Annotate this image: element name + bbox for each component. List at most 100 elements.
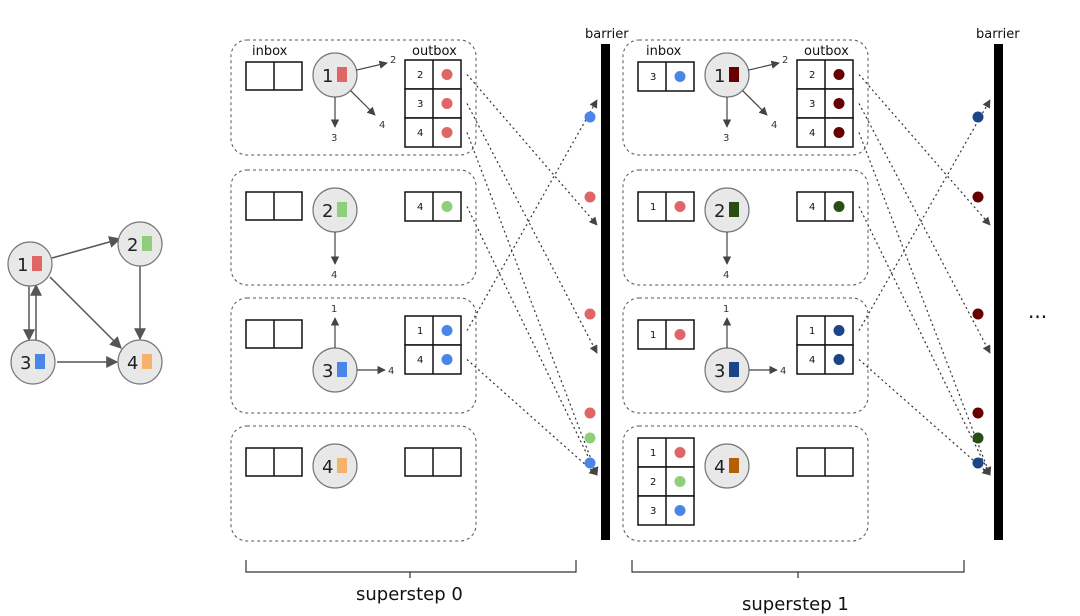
vertex-3: 3 <box>704 347 750 393</box>
vertex-value-swatch <box>729 458 739 473</box>
color-swatch <box>142 354 152 369</box>
in-flight-message-dot <box>584 308 596 320</box>
superstep-0-label: superstep 0 <box>356 584 463 605</box>
message-dot <box>833 354 845 365</box>
inbox-message: 1 <box>637 191 695 222</box>
vertex-value-swatch <box>729 202 739 217</box>
worker-container <box>230 39 477 156</box>
message-dot <box>441 69 453 80</box>
message-dot <box>441 98 453 109</box>
worker-container <box>230 169 477 286</box>
in-flight-message-dot <box>972 191 984 203</box>
message-line <box>858 206 991 476</box>
svg-text:1: 1 <box>17 255 28 276</box>
message-line <box>466 103 598 354</box>
graph-node-3: 3 <box>10 339 56 385</box>
barrier-label-1: barrier <box>976 27 1020 42</box>
outbox-target: 4 <box>417 355 423 366</box>
inbox-label-s0: inbox <box>252 44 288 59</box>
message-dot <box>674 505 686 516</box>
outbox-message: 1 <box>404 315 462 346</box>
in-flight-message-dot <box>584 111 596 123</box>
edge-target-label: 1 <box>723 304 729 315</box>
outbox-label-s1: outbox <box>804 44 849 59</box>
outbox-message: 4 <box>796 191 854 222</box>
message-dot <box>674 201 686 212</box>
graph-node-2: 2 <box>117 221 163 267</box>
outbox-message: 4 <box>404 117 462 148</box>
outbox-label-s0: outbox <box>412 44 457 59</box>
vertex-value-swatch <box>337 202 347 217</box>
in-flight-message-dot <box>584 432 596 444</box>
outbox-target: 4 <box>417 128 423 139</box>
vertex-id: 3 <box>322 361 333 382</box>
edge-target-label: 2 <box>390 55 396 66</box>
message-lines <box>466 74 992 476</box>
barrier-label-0: barrier <box>585 27 629 42</box>
inbox-message: 2 <box>637 466 695 497</box>
edge-target-label: 4 <box>388 366 394 377</box>
message-line <box>466 206 598 476</box>
message-line <box>466 359 598 476</box>
svg-text:2: 2 <box>127 235 138 256</box>
worker-superstep0-4: 4 <box>230 425 477 542</box>
in-flight-message-dot <box>972 407 984 419</box>
vertex-4: 4 <box>312 443 358 489</box>
outbox-target: 2 <box>809 70 815 81</box>
svg-text:4: 4 <box>127 353 138 374</box>
inbox-sender: 2 <box>650 477 656 488</box>
vertex-1: 1 <box>704 52 750 98</box>
inbox-sender: 3 <box>650 72 656 83</box>
vertex-value-swatch <box>337 362 347 377</box>
color-swatch <box>32 256 42 271</box>
inbox-message: 1 <box>637 319 695 350</box>
outbox-message: 4 <box>404 344 462 375</box>
edge-target-label: 4 <box>771 120 777 131</box>
inbox-message: 1 <box>637 437 695 468</box>
superstep-0-brace: superstep 0 <box>245 560 577 605</box>
vertex-id: 2 <box>714 201 725 222</box>
inbox-message: 3 <box>637 61 695 92</box>
message-line <box>466 99 598 331</box>
message-dot <box>441 325 453 336</box>
outbox-target: 3 <box>417 99 423 110</box>
edge-target-label: 2 <box>782 55 788 66</box>
message-dot <box>674 476 686 487</box>
outbox-message: 3 <box>404 88 462 119</box>
color-swatch <box>35 354 45 369</box>
outbox-target: 1 <box>809 326 815 337</box>
outbox-message: 4 <box>796 344 854 375</box>
in-flight-message-dot <box>584 191 596 203</box>
outbox-message: 4 <box>796 117 854 148</box>
edge-target-label: 3 <box>331 133 337 144</box>
svg-text:3: 3 <box>20 353 31 374</box>
outbox-target: 4 <box>809 128 815 139</box>
edge-target-label: 4 <box>379 120 385 131</box>
worker-superstep0-3: 3 1 4 1 4 <box>230 297 477 414</box>
message-dot <box>674 71 686 82</box>
graph-edge-1-4 <box>49 276 122 349</box>
graph-node-4: 4 <box>117 339 163 385</box>
vertex-value-swatch <box>337 458 347 473</box>
outbox-target: 4 <box>809 202 815 213</box>
outbox-target: 3 <box>809 99 815 110</box>
inbox-sender: 1 <box>650 330 656 341</box>
in-flight-message-dot <box>584 407 596 419</box>
barrier-bar-1 <box>994 44 1003 540</box>
message-dot <box>441 354 453 365</box>
worker-container <box>622 169 869 286</box>
message-dot <box>441 127 453 138</box>
inbox-sender: 1 <box>650 202 656 213</box>
out-edge <box>742 90 768 116</box>
vertex-value-swatch <box>337 67 347 82</box>
in-flight-message-dot <box>972 308 984 320</box>
worker-container <box>622 39 869 156</box>
input-graph: 1 2 3 4 <box>7 221 163 385</box>
edge-target-label: 1 <box>331 304 337 315</box>
